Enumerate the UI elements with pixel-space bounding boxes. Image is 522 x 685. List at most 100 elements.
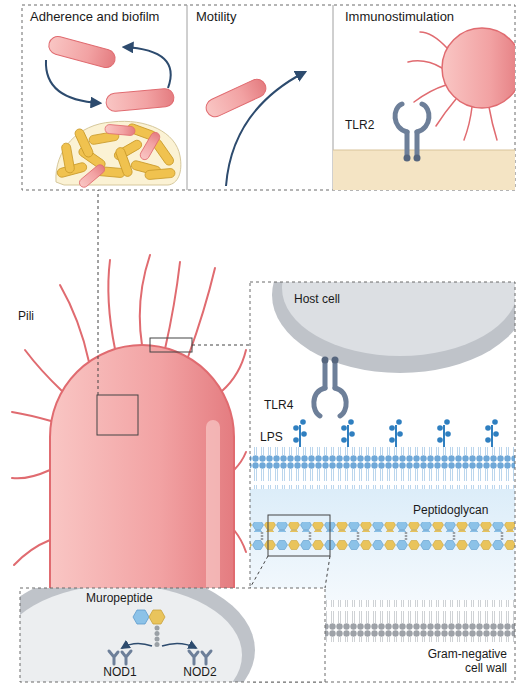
piliated-bacterium — [464, 107, 472, 140]
muropeptide-inset — [20, 588, 255, 682]
biofilm — [139, 131, 162, 161]
lps-molecules — [491, 425, 493, 447]
muropeptide-inset — [20, 588, 242, 682]
piliated-bacterium — [489, 107, 497, 140]
lps-molecules — [293, 419, 307, 447]
host-membrane — [333, 150, 515, 190]
sensing-arrow — [122, 643, 152, 648]
tlr4-receptor — [314, 362, 346, 416]
cell-wall-inset — [405, 532, 408, 540]
cell-wall-inset — [250, 540, 515, 550]
tlr4-receptor — [314, 357, 346, 417]
sensing-arrow — [162, 643, 196, 648]
lps-molecules — [396, 419, 402, 425]
lps-molecules — [485, 419, 499, 447]
piliated-bacterium — [414, 85, 446, 102]
lps-molecules — [293, 419, 499, 447]
lps-molecules — [492, 419, 498, 425]
lps-molecules — [395, 425, 397, 447]
tlr2-receptor — [395, 104, 429, 156]
top-panel-frame — [22, 5, 515, 190]
motility-panel: Motility — [187, 5, 333, 190]
biofilm — [145, 168, 176, 180]
cell-wall-inset — [453, 532, 456, 540]
top-panel-frame — [187, 5, 188, 190]
bacterium-pili — [12, 412, 51, 421]
lps-molecules — [348, 419, 354, 425]
lps-molecules — [347, 425, 349, 447]
tlr2-receptor — [404, 155, 411, 162]
host-membrane — [333, 150, 515, 151]
muropeptide-molecule — [155, 626, 160, 631]
zoom-frame — [325, 556, 330, 588]
zoom-frame — [150, 338, 192, 352]
motility-arrow — [226, 72, 305, 186]
adherent-bacterium — [105, 88, 174, 112]
zoom-frame — [268, 515, 330, 556]
adherent-bacterium — [47, 35, 175, 112]
piliated-bacterium — [436, 99, 456, 126]
tlr2-receptor — [417, 104, 429, 132]
leader-line — [98, 190, 99, 395]
lps-molecules — [341, 425, 347, 431]
cell-wall-inset — [262, 532, 502, 540]
lps-molecules — [389, 419, 403, 447]
bacterium-pili — [165, 262, 180, 349]
biofilm — [56, 121, 181, 185]
muropeptide-molecule — [133, 610, 165, 647]
biofilm — [56, 123, 175, 180]
lps-molecules — [341, 437, 347, 443]
bacterium-pili — [234, 530, 246, 552]
receptor-label: TLR2 — [345, 118, 374, 132]
muropeptide-inset — [0, 570, 325, 685]
lps-molecules — [300, 419, 306, 425]
biofilm — [78, 124, 162, 189]
adherent-bacterium — [47, 35, 117, 70]
cell-wall-inset — [501, 532, 504, 540]
biofilm — [105, 124, 136, 136]
cycle-arrow — [46, 60, 100, 103]
piliated-bacterium — [408, 61, 442, 68]
lps-molecules — [389, 437, 395, 443]
cell-wall-inset — [357, 532, 360, 540]
bacterium-pili — [14, 540, 50, 565]
zoom-frame — [268, 515, 330, 588]
tlr4-receptor — [332, 357, 339, 364]
lps-molecules — [437, 419, 451, 447]
tlr2-receptor — [395, 104, 407, 132]
lps-molecules — [485, 425, 491, 431]
bacterium-body — [50, 345, 234, 600]
motile-bacterium — [203, 76, 269, 119]
bacterium-pili — [108, 260, 115, 349]
tlr4-receptor — [322, 357, 329, 364]
lps-molecules — [299, 425, 301, 447]
cycle-arrow — [46, 47, 171, 103]
piliated-bacterium — [408, 28, 515, 140]
muropeptide-molecule — [155, 642, 160, 647]
motility-arrow — [226, 72, 305, 186]
tlr4-receptor — [333, 362, 338, 388]
lps-molecules — [397, 431, 403, 437]
leader-line — [192, 345, 250, 346]
host-membrane — [333, 150, 515, 190]
cell-wall-inset — [250, 522, 515, 532]
lps-molecules — [493, 431, 499, 437]
adherent-bacterium — [47, 35, 117, 70]
bacterium-pili — [222, 350, 246, 391]
muropeptide-molecule — [155, 631, 160, 636]
leader-line — [250, 556, 268, 588]
lps-molecules — [437, 437, 443, 443]
lps-molecules — [301, 431, 307, 437]
lps-molecules — [485, 437, 491, 443]
lps-molecules — [293, 425, 299, 431]
lps-molecules — [445, 431, 451, 437]
lps-molecules — [341, 419, 355, 447]
biofilm — [115, 146, 134, 177]
biofilm — [56, 121, 181, 189]
molecule-label: Muropeptide — [86, 591, 153, 605]
nod-receptor — [109, 651, 118, 664]
motile-bacterium — [203, 76, 269, 119]
bacterium-pili — [60, 285, 89, 362]
inset-caption: Gram-negative cell wall — [415, 647, 507, 675]
